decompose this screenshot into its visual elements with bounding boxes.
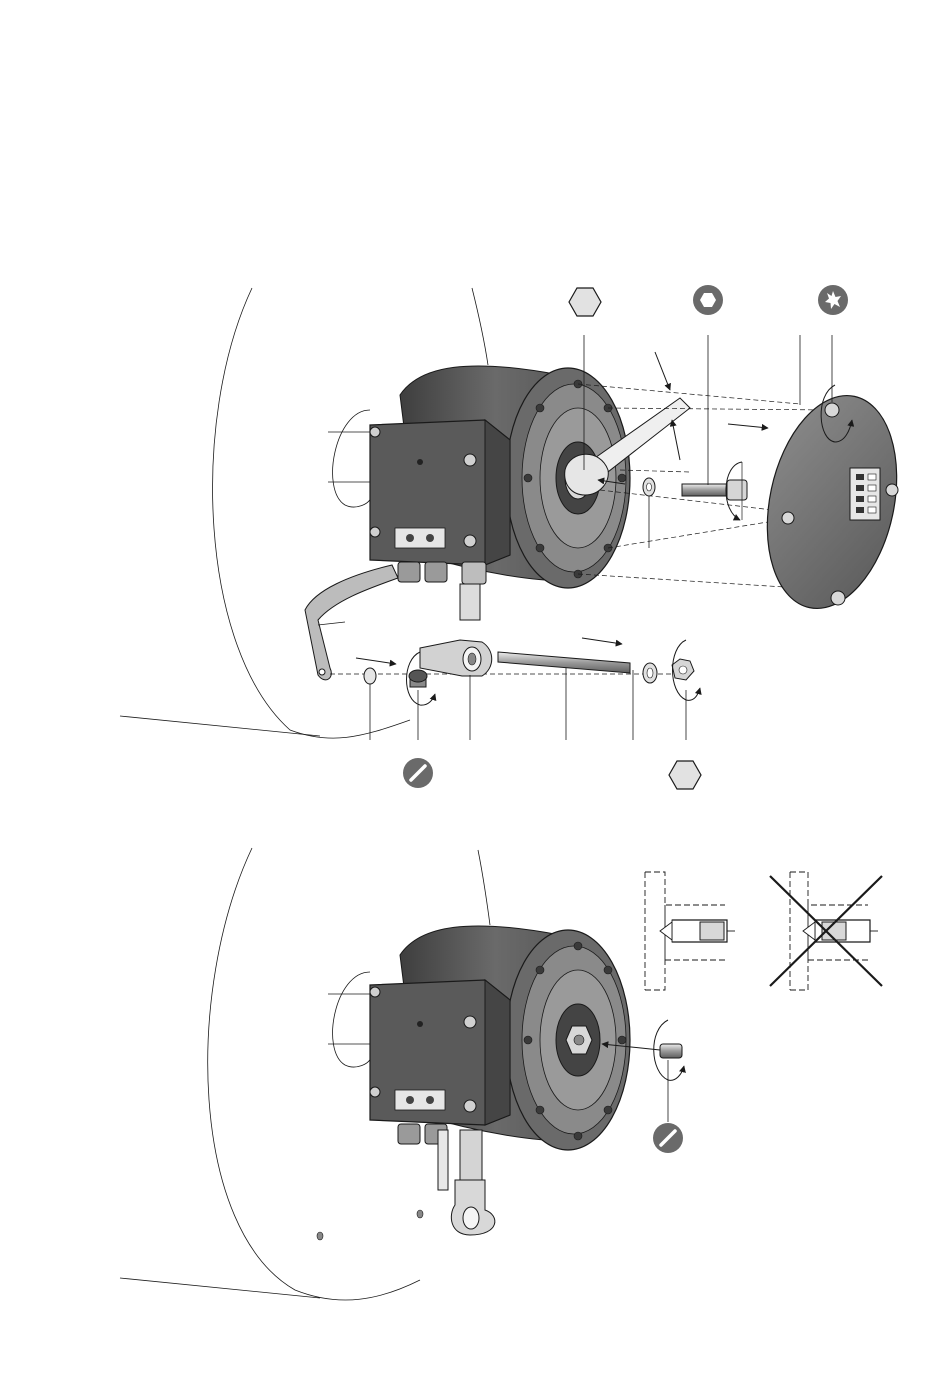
socket-head-screw	[682, 480, 747, 500]
motion-arrow	[655, 352, 670, 390]
motion-arrow	[582, 638, 622, 644]
torx-icon	[818, 285, 848, 315]
motion-arrow	[672, 420, 680, 460]
shaft-ellipse	[333, 410, 372, 507]
correct-seating-detail	[645, 872, 735, 990]
hex-socket-icon	[693, 285, 723, 315]
hex-nut-icon	[669, 761, 701, 789]
incorrect-seating-detail	[790, 872, 878, 990]
slotted-screwdriver-icon	[403, 758, 433, 788]
leader-line	[318, 622, 345, 625]
shaft-ellipse	[333, 972, 372, 1067]
exploded-assembly-figure	[120, 285, 915, 789]
threaded-rod	[498, 652, 630, 673]
floor-line	[120, 1278, 320, 1298]
floor-line	[120, 716, 320, 736]
motion-arrow	[728, 424, 768, 428]
connector-box	[370, 420, 510, 584]
mounted-assembly-figure	[120, 848, 882, 1300]
grub-screw	[660, 1044, 682, 1058]
motion-arrow	[356, 658, 396, 664]
hex-nut	[672, 659, 694, 680]
hex-nut-icon	[569, 288, 601, 316]
connector-box	[370, 980, 510, 1144]
rod-end-bearing	[420, 584, 492, 676]
lock-washer	[364, 668, 376, 684]
cover-plate	[749, 383, 915, 620]
slotted-screw	[409, 670, 427, 687]
slotted-screwdriver-icon	[653, 1123, 683, 1153]
dip-switch-block	[850, 468, 880, 520]
mounted-torque-rod	[438, 1130, 495, 1235]
drum-outline-top	[472, 288, 488, 365]
